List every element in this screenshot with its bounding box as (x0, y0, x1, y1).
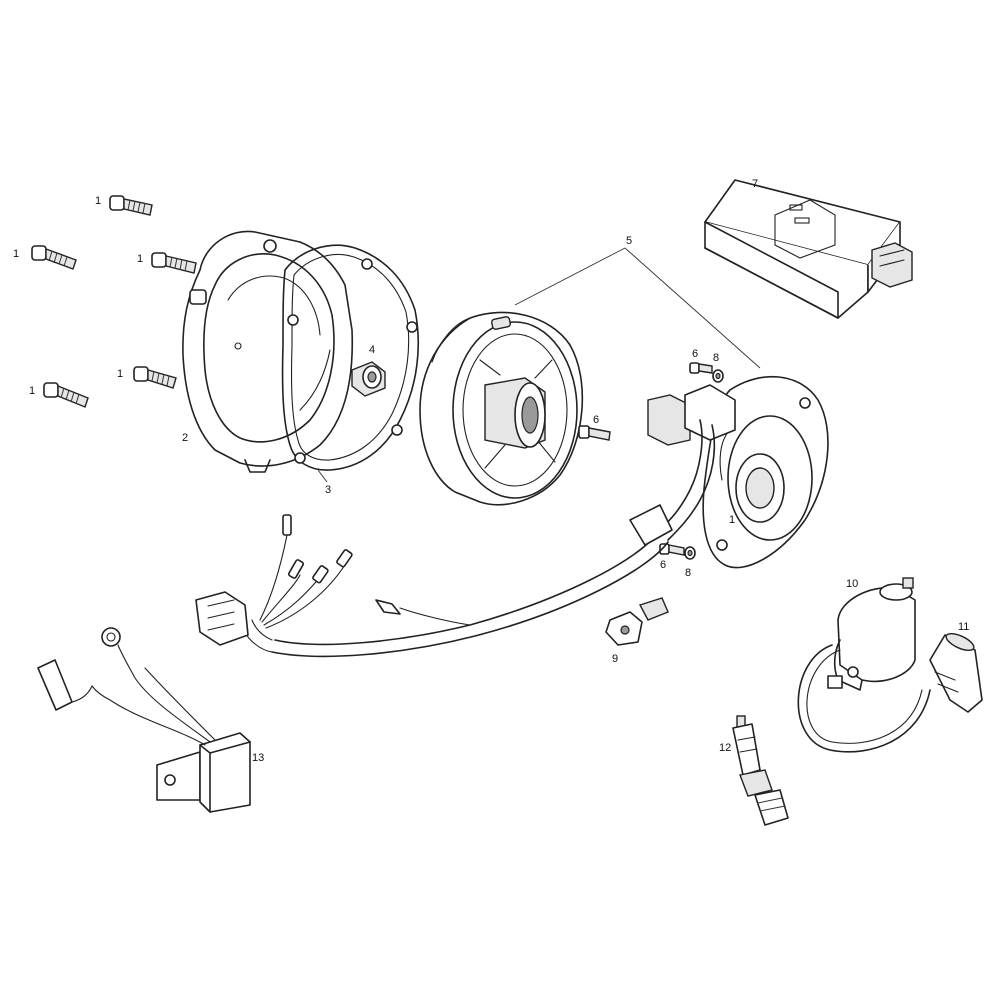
screw-1a (109, 195, 153, 216)
label-gasket: 3 (325, 484, 331, 496)
label-flywheel: 5 (626, 235, 632, 247)
pickup-coil (647, 384, 736, 541)
spark-plug (732, 715, 789, 826)
flywheel (419, 311, 584, 506)
label-screw-1c: 1 (137, 253, 143, 265)
bushing (351, 361, 386, 397)
label-screw-1d: 1 (117, 368, 123, 380)
label-stator: 1 (729, 514, 735, 526)
cdi-unit (704, 179, 913, 319)
washer-8-bottom (684, 546, 696, 560)
label-screw-mid: 6 (593, 414, 599, 426)
ignition-cover (182, 230, 354, 473)
washer-8-top (712, 369, 724, 383)
plug-cap (929, 632, 983, 713)
label-screw-top: 6 (692, 348, 698, 360)
coil-lead (797, 644, 931, 753)
label-bushing: 4 (369, 344, 375, 356)
ignition-coil (827, 577, 916, 691)
screw-1b (31, 245, 77, 270)
label-key: 9 (612, 653, 618, 665)
label-screw-1b: 1 (13, 248, 19, 260)
label-screw-1e: 1 (29, 385, 35, 397)
label-regulator: 13 (252, 752, 264, 764)
wiring-harness (195, 504, 673, 658)
label-cdi: 7 (752, 178, 758, 190)
label-washer-bottom: 8 (685, 567, 691, 579)
screw-1e (43, 382, 89, 408)
label-screw-1a: 1 (95, 195, 101, 207)
label-cap: 11 (958, 621, 969, 633)
label-coil: 10 (846, 578, 858, 590)
screw-1c (151, 252, 197, 274)
regulator (37, 627, 251, 813)
label-screw-bottom: 6 (660, 559, 666, 571)
key-part (605, 597, 669, 646)
screw-6-bottom (659, 543, 685, 556)
label-plug: 12 (719, 742, 731, 754)
screw-6-mid (578, 425, 611, 441)
cover-gasket (281, 244, 420, 471)
label-cover: 2 (182, 432, 188, 444)
label-washer-top: 8 (713, 352, 719, 364)
screw-1d (133, 366, 177, 389)
screw-6-top (689, 362, 713, 374)
